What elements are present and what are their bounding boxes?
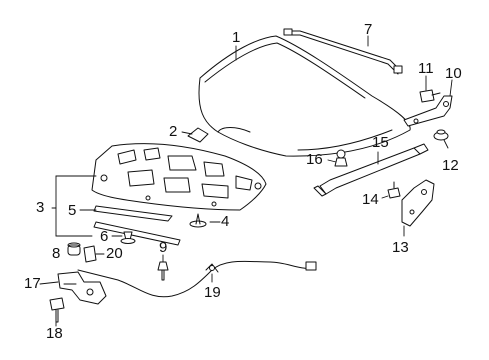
callout-1: 1 (232, 29, 241, 46)
callout-10: 10 (445, 65, 462, 82)
retainer-clip (189, 213, 207, 228)
callout-8: 8 (52, 245, 61, 262)
callout-14: 14 (362, 191, 379, 208)
ball-stud (334, 149, 348, 167)
callout-12: 12 (442, 157, 459, 174)
hood-bumper (187, 127, 209, 143)
retaining-clip (83, 245, 97, 263)
leader-12 (443, 139, 449, 149)
hood-insulator (91, 143, 267, 211)
callout-18: 18 (46, 325, 63, 342)
callout-5: 5 (68, 202, 77, 219)
callout-3: 3 (36, 199, 45, 216)
hinge-grommet (433, 129, 449, 141)
leader-2 (181, 131, 193, 135)
leader-17 (39, 281, 59, 285)
callout-9: 9 (159, 239, 168, 256)
hood-latch (57, 271, 107, 305)
callout-20: 20 (106, 245, 123, 262)
callout-6: 6 (100, 228, 109, 245)
leader-16 (327, 159, 337, 163)
weatherstrip (93, 205, 173, 222)
callout-15: 15 (372, 134, 389, 151)
callout-2: 2 (169, 123, 178, 140)
callout-4: 4 (221, 213, 230, 230)
callout-13: 13 (392, 239, 409, 256)
hood-hinge (403, 95, 453, 127)
callout-7: 7 (364, 21, 373, 38)
lift-support-strut (313, 143, 429, 197)
push-pin (120, 231, 136, 244)
hood-release-cable (77, 260, 317, 298)
hood-prop-rod (283, 28, 403, 75)
bumper-grommet (67, 242, 81, 256)
seal-strip (93, 221, 181, 246)
bracket-bolt (387, 181, 401, 199)
hinge-bolt (419, 89, 441, 103)
callout-16: 16 (306, 151, 323, 168)
latch-bolt (49, 297, 65, 323)
callout-11: 11 (418, 60, 434, 77)
release-handle-bolt (157, 261, 169, 281)
leader-10 (449, 79, 453, 97)
callout-17: 17 (24, 275, 41, 292)
leader-14 (381, 195, 389, 199)
callout-19: 19 (204, 284, 221, 301)
hinge-bracket (401, 179, 435, 227)
hood-panel (198, 35, 411, 157)
callout-leaders (39, 35, 453, 327)
